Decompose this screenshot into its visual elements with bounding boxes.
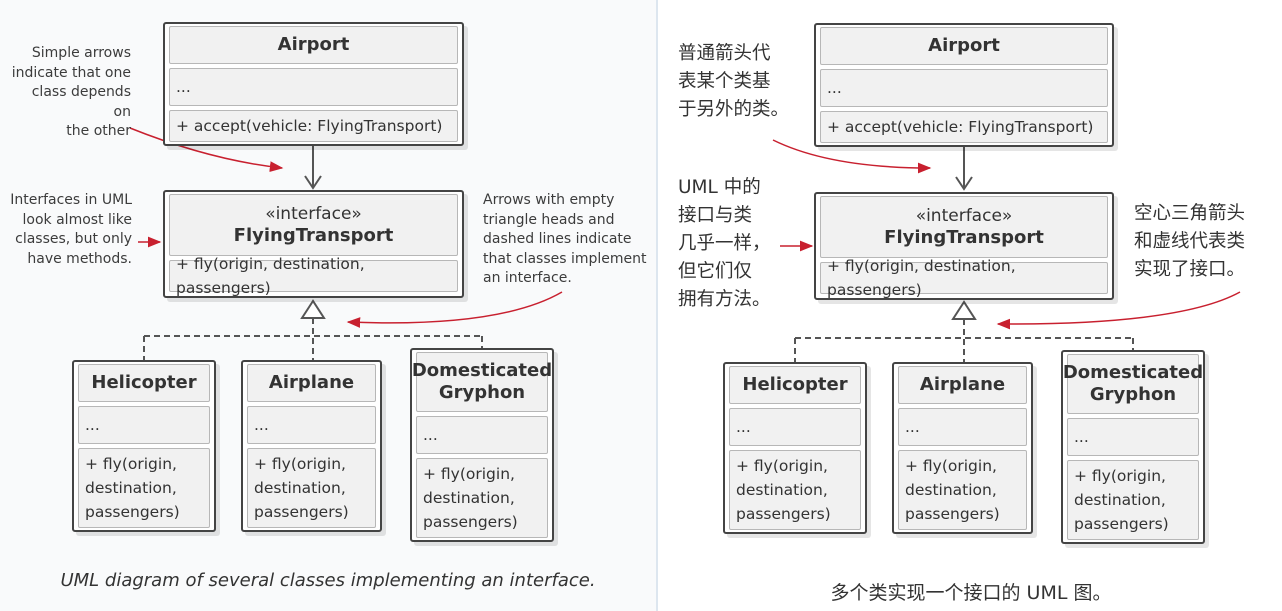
class-airport-name: Airport bbox=[169, 26, 458, 64]
class-gryphon-methods: + fly(origin, destination, passengers) bbox=[416, 458, 548, 538]
class-helicopter-name: Helicopter bbox=[78, 364, 210, 402]
class-airport-name-cn: Airport bbox=[820, 27, 1108, 65]
interface-methods: + fly(origin, destination, passengers) bbox=[169, 255, 458, 296]
interface-flying-transport: «interface» FlyingTransport + fly(origin… bbox=[163, 190, 464, 298]
class-airplane-name: Airplane bbox=[247, 364, 376, 402]
right-note-arrow-dependency bbox=[772, 139, 932, 174]
interface-name-cn: FlyingTransport bbox=[884, 227, 1044, 248]
caption-chinese: 多个类实现一个接口的 UML 图。 bbox=[830, 582, 1112, 604]
class-helicopter-name-cn: Helicopter bbox=[729, 366, 861, 404]
class-gryphon-name: Domesticated Gryphon bbox=[412, 352, 552, 412]
note-interfaces: Interfaces in UML look almost like class… bbox=[10, 192, 132, 267]
interface-header-cn: «interface» FlyingTransport bbox=[820, 196, 1108, 258]
class-domesticated-gryphon-cn: Domesticated Gryphon ... + fly(origin, d… bbox=[1061, 350, 1205, 544]
left-note-arrow-dependency bbox=[129, 127, 284, 173]
class-helicopter-fields-cn: ... bbox=[729, 408, 861, 446]
class-airplane-fields: ... bbox=[247, 406, 376, 444]
class-airport-cn: Airport ... + accept(vehicle: FlyingTran… bbox=[814, 23, 1114, 147]
class-airplane-methods: + fly(origin, destination, passengers) bbox=[247, 448, 376, 528]
class-domesticated-gryphon: Domesticated Gryphon ... + fly(origin, d… bbox=[410, 348, 554, 542]
caption-english: UML diagram of several classes implement… bbox=[60, 570, 596, 591]
class-airport-methods-cn: + accept(vehicle: FlyingTransport) bbox=[820, 111, 1108, 143]
class-gryphon-methods-cn: + fly(origin, destination, passengers) bbox=[1067, 460, 1199, 540]
note-empty-triangle: Arrows with empty triangle heads and das… bbox=[483, 192, 647, 286]
class-helicopter-methods-cn: + fly(origin, destination, passengers) bbox=[729, 450, 861, 530]
interface-name: FlyingTransport bbox=[233, 225, 394, 246]
class-airplane-fields-cn: ... bbox=[898, 408, 1027, 446]
class-gryphon-fields: ... bbox=[416, 416, 548, 454]
note-empty-triangle-cn: 空心三角箭头 和虚线代表类 实现了接口。 bbox=[1134, 203, 1246, 280]
right-dependency-arrow bbox=[955, 146, 973, 191]
interface-methods-cn: + fly(origin, destination, passengers) bbox=[820, 257, 1108, 298]
class-airplane-methods-cn: + fly(origin, destination, passengers) bbox=[898, 450, 1027, 530]
note-simple-arrows: Simple arrows indicate that one class de… bbox=[11, 45, 131, 139]
note-interfaces-cn: UML 中的 接口与类 几乎一样， 但它们仅 拥有方法。 bbox=[678, 177, 771, 310]
class-airplane: Airplane ... + fly(origin, destination, … bbox=[241, 360, 382, 532]
class-airplane-cn: Airplane ... + fly(origin, destination, … bbox=[892, 362, 1033, 534]
class-gryphon-fields-cn: ... bbox=[1067, 418, 1199, 456]
interface-header: «interface» FlyingTransport bbox=[169, 194, 458, 256]
left-note-arrow-realization bbox=[346, 291, 563, 328]
right-note-arrow-realization bbox=[996, 291, 1241, 330]
class-airport-fields-cn: ... bbox=[820, 69, 1108, 107]
class-airport-fields: ... bbox=[169, 68, 458, 106]
right-realization-arrows bbox=[794, 300, 1134, 363]
interface-stereotype: «interface» bbox=[265, 204, 362, 224]
class-airport-methods: + accept(vehicle: FlyingTransport) bbox=[169, 110, 458, 142]
class-airport: Airport ... + accept(vehicle: FlyingTran… bbox=[163, 22, 464, 146]
left-dependency-arrow bbox=[304, 145, 322, 190]
class-helicopter-fields: ... bbox=[78, 406, 210, 444]
class-gryphon-name-cn: Domesticated Gryphon bbox=[1063, 354, 1203, 414]
note-simple-arrows-cn: 普通箭头代 表某个类基 于另外的类。 bbox=[678, 43, 790, 120]
left-realization-arrows bbox=[143, 299, 483, 361]
interface-stereotype-cn: «interface» bbox=[915, 206, 1013, 226]
class-helicopter: Helicopter ... + fly(origin, destination… bbox=[72, 360, 216, 532]
class-helicopter-cn: Helicopter ... + fly(origin, destination… bbox=[723, 362, 867, 534]
interface-flying-transport-cn: «interface» FlyingTransport + fly(origin… bbox=[814, 192, 1114, 300]
class-airplane-name-cn: Airplane bbox=[898, 366, 1027, 404]
class-helicopter-methods: + fly(origin, destination, passengers) bbox=[78, 448, 210, 528]
